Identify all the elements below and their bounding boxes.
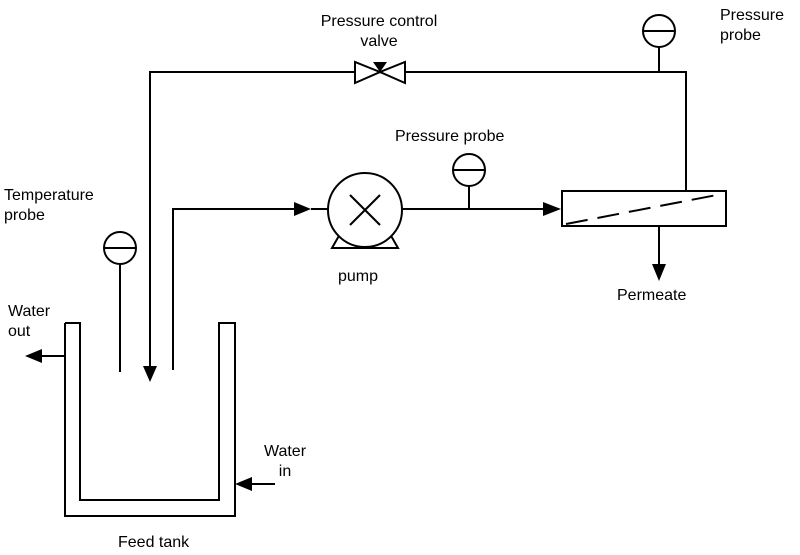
pressure-probe-top-label-line2: probe <box>720 27 761 44</box>
valve-right-triangle <box>377 60 406 85</box>
pressure-control-valve <box>354 60 406 85</box>
water-out-arrow-left-icon <box>25 349 42 363</box>
permeate-arrow-down-icon <box>652 264 666 281</box>
pressure-control-valve-label-line2: valve <box>360 33 398 50</box>
water-out-arrow <box>25 349 65 363</box>
feed-tank-label: Feed tank <box>118 534 190 551</box>
pump <box>327 172 403 249</box>
feed-tank-outer-jacket <box>64 322 236 517</box>
suction-line <box>172 202 328 370</box>
temperature-probe <box>103 231 137 372</box>
discharge-arrow-right-icon <box>543 202 561 216</box>
return-line-left-segment <box>149 71 355 368</box>
water-in-arrow-left-icon <box>235 477 252 491</box>
temperature-probe-label-line2: probe <box>4 207 45 224</box>
membrane-housing <box>561 190 727 227</box>
temperature-probe-label: Temperature probe <box>4 186 94 226</box>
feed-tank <box>64 322 236 517</box>
pressure-probe-top-label-line1: Pressure <box>720 7 785 24</box>
valve-left-triangle <box>354 60 383 85</box>
pressure-probe-top-label: Pressure probe <box>720 6 784 46</box>
pressure-control-valve-label: Pressure control valve <box>300 12 458 52</box>
permeate-label: Permeate <box>617 287 687 304</box>
return-arrow-down-icon <box>143 366 157 382</box>
water-out-label: Water out <box>8 302 50 342</box>
water-in-label-line1: Water <box>263 443 307 460</box>
return-line <box>143 71 687 382</box>
pressure-probe-mid-label: Pressure probe <box>395 128 505 145</box>
pressure-probe-mid <box>452 153 486 209</box>
suction-line-path <box>172 208 296 370</box>
discharge-line <box>402 202 561 216</box>
pump-label: pump <box>338 268 379 285</box>
suction-arrow-right-icon <box>294 202 311 216</box>
pump-cross-b <box>349 194 381 226</box>
return-line-right-segment <box>405 71 687 190</box>
water-out-label-line1: Water <box>8 303 51 320</box>
water-out-label-line2: out <box>8 323 31 340</box>
membrane-module <box>561 190 727 281</box>
pressure-control-valve-label-line1: Pressure control <box>320 13 438 30</box>
membrane-dashed-line <box>565 193 723 225</box>
water-in-label: Water in <box>260 442 310 482</box>
pressure-probe-top <box>642 14 676 72</box>
valve-actuator-icon <box>373 62 387 72</box>
water-in-arrow <box>235 477 275 491</box>
temperature-probe-label-line1: Temperature <box>4 187 94 204</box>
water-in-label-line2: in <box>278 463 292 480</box>
